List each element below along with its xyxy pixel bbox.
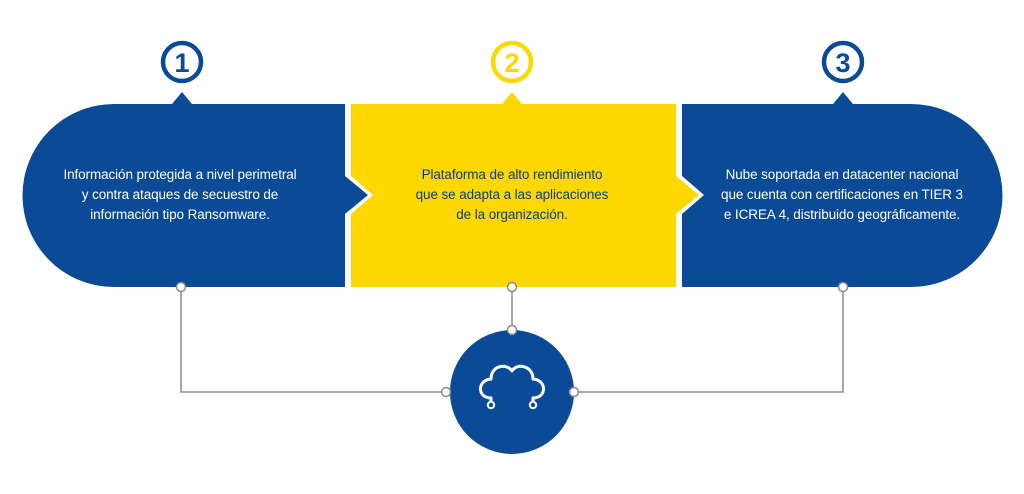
step-1-panel (22, 104, 368, 287)
step-1-description: Información protegida a nivel perimetral… (63, 167, 297, 222)
step-2-panel (351, 104, 699, 287)
hub-circle (450, 330, 574, 454)
node-hub-left (440, 386, 452, 398)
step-2-badge: 2 (490, 40, 534, 104)
step-3-panel (682, 104, 1003, 287)
connector-lines (180, 287, 844, 393)
step-3-pointer (833, 92, 853, 104)
step-2-number: 2 (504, 48, 519, 78)
step-3-badge: 3 (821, 40, 865, 104)
step-2-pointer (502, 92, 522, 104)
step-2-description: Plataforma de alto rendimiento que se ad… (415, 167, 609, 222)
connector-step-1 (180, 287, 446, 393)
node-step-2 (506, 281, 518, 293)
step-3-number: 3 (835, 48, 850, 78)
connector-nodes (175, 281, 849, 398)
step-3-badge-ring (821, 40, 865, 84)
connector-step-3 (574, 287, 844, 393)
node-step-1 (175, 281, 187, 293)
step-1-number: 1 (174, 48, 189, 78)
step-1-badge-ring (160, 40, 204, 84)
node-step-3 (837, 281, 849, 293)
step-1-badge: 1 (160, 40, 204, 104)
cloud-icon (479, 364, 545, 410)
step-1-pointer (172, 92, 192, 104)
step-2-badge-ring (490, 40, 534, 84)
node-hub-top (506, 324, 518, 336)
step-3-description: Nube soportada en datacenter nacional qu… (721, 167, 963, 222)
node-hub-right (568, 386, 580, 398)
